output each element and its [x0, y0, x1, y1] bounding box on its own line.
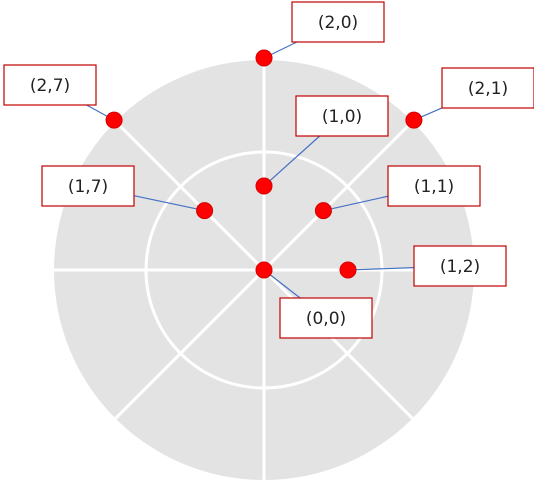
point-dot — [314, 202, 332, 220]
spoke-line — [114, 120, 266, 272]
spoke-line — [262, 120, 414, 272]
spoke-line — [262, 268, 414, 420]
label-box-frame — [413, 245, 507, 287]
callout-arrow — [347, 265, 415, 274]
point-label-box: (2,0) — [291, 1, 385, 43]
callout-arrow — [323, 195, 389, 213]
label-box-frame — [3, 64, 97, 106]
callout-arrows — [86, 41, 443, 299]
point-label: (1,0) — [322, 107, 362, 127]
point-label-box: (1,0) — [295, 95, 389, 137]
point-label-box: (2,7) — [3, 64, 97, 106]
label-box-frame — [387, 165, 481, 207]
callout-arrow — [264, 135, 321, 187]
point-dot — [255, 177, 273, 195]
point-label-box: (1,7) — [41, 165, 135, 207]
point-label: (1,1) — [414, 177, 454, 197]
point-dot — [339, 261, 357, 279]
label-box-frame — [279, 297, 373, 339]
point-label: (2,1) — [468, 79, 508, 99]
callout-labels: (0,0) (1,0) (1,1) (1,2) (1,7) (2,0) (2,1) (2,7) — [3, 1, 534, 339]
point-dot — [255, 49, 273, 67]
label-box-frame — [295, 95, 389, 137]
point-label-box: (2,1) — [441, 67, 534, 109]
point-dot — [105, 111, 123, 129]
point-label: (0,0) — [306, 309, 346, 329]
label-box-frame — [291, 1, 385, 43]
label-box-frame — [41, 165, 135, 207]
point-label-box: (1,1) — [387, 165, 481, 207]
point-dot — [196, 202, 214, 220]
point-label-box: (1,2) — [413, 245, 507, 287]
point-label-box: (0,0) — [279, 297, 373, 339]
point-dot — [255, 261, 273, 279]
point-label: (2,0) — [318, 13, 358, 33]
point-label: (1,7) — [68, 177, 108, 197]
points-layer — [105, 49, 423, 279]
point-label: (2,7) — [30, 76, 70, 96]
point-label: (1,2) — [440, 257, 480, 277]
spoke-line — [114, 268, 266, 420]
label-box-frame — [441, 67, 534, 109]
sector-spokes — [54, 60, 474, 480]
point-dot — [405, 111, 423, 129]
callout-arrow — [133, 195, 205, 213]
callout-arrow — [264, 269, 301, 299]
